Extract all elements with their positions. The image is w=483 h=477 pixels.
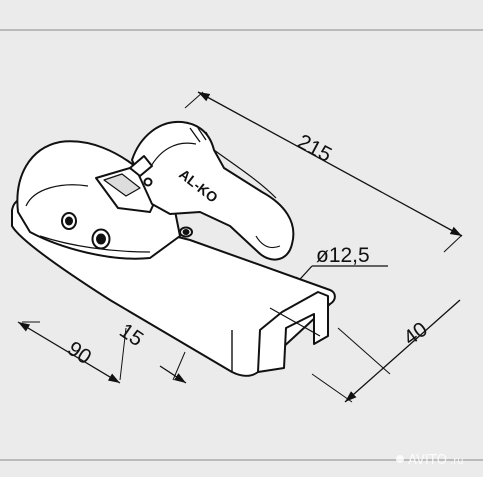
watermark-logo-icon	[396, 455, 404, 463]
dim-line-90	[17, 321, 121, 384]
locking-lever	[131, 120, 295, 261]
dim-line-40	[344, 299, 461, 403]
dim-line-215	[197, 91, 463, 237]
dim-text-hole: ø12,5	[316, 244, 370, 267]
dim-text-15: 15	[115, 319, 147, 351]
dimension-lines	[17, 91, 463, 403]
mount-bracket	[257, 291, 329, 373]
svg-text:AVITO: AVITO	[408, 453, 447, 468]
avito-watermark: AVITO .ru	[396, 453, 464, 468]
dim-line-15-arrow	[159, 365, 187, 384]
dim-text-215: 215	[294, 130, 336, 167]
coupling-head	[11, 120, 336, 377]
dim-text-40: 40	[399, 318, 431, 350]
svg-text:.ru: .ru	[450, 456, 464, 467]
dim-text-90: 90	[63, 337, 95, 369]
